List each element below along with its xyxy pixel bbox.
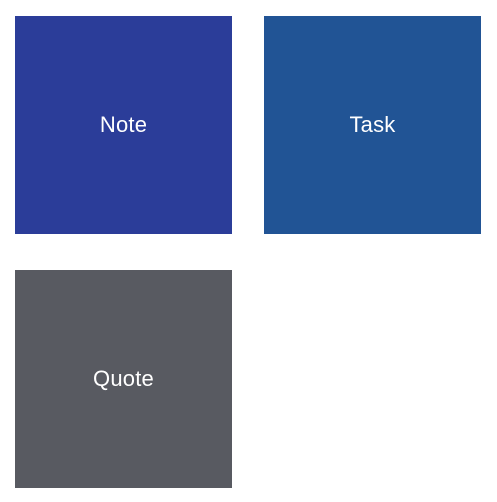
note-tile-label: Note <box>99 112 148 137</box>
task-tile[interactable]: Task <box>264 16 481 234</box>
quote-tile[interactable]: Quote <box>15 270 232 488</box>
note-tile[interactable]: Note <box>15 16 232 234</box>
task-tile-label: Task <box>349 112 396 137</box>
quote-tile-label: Quote <box>93 366 154 391</box>
